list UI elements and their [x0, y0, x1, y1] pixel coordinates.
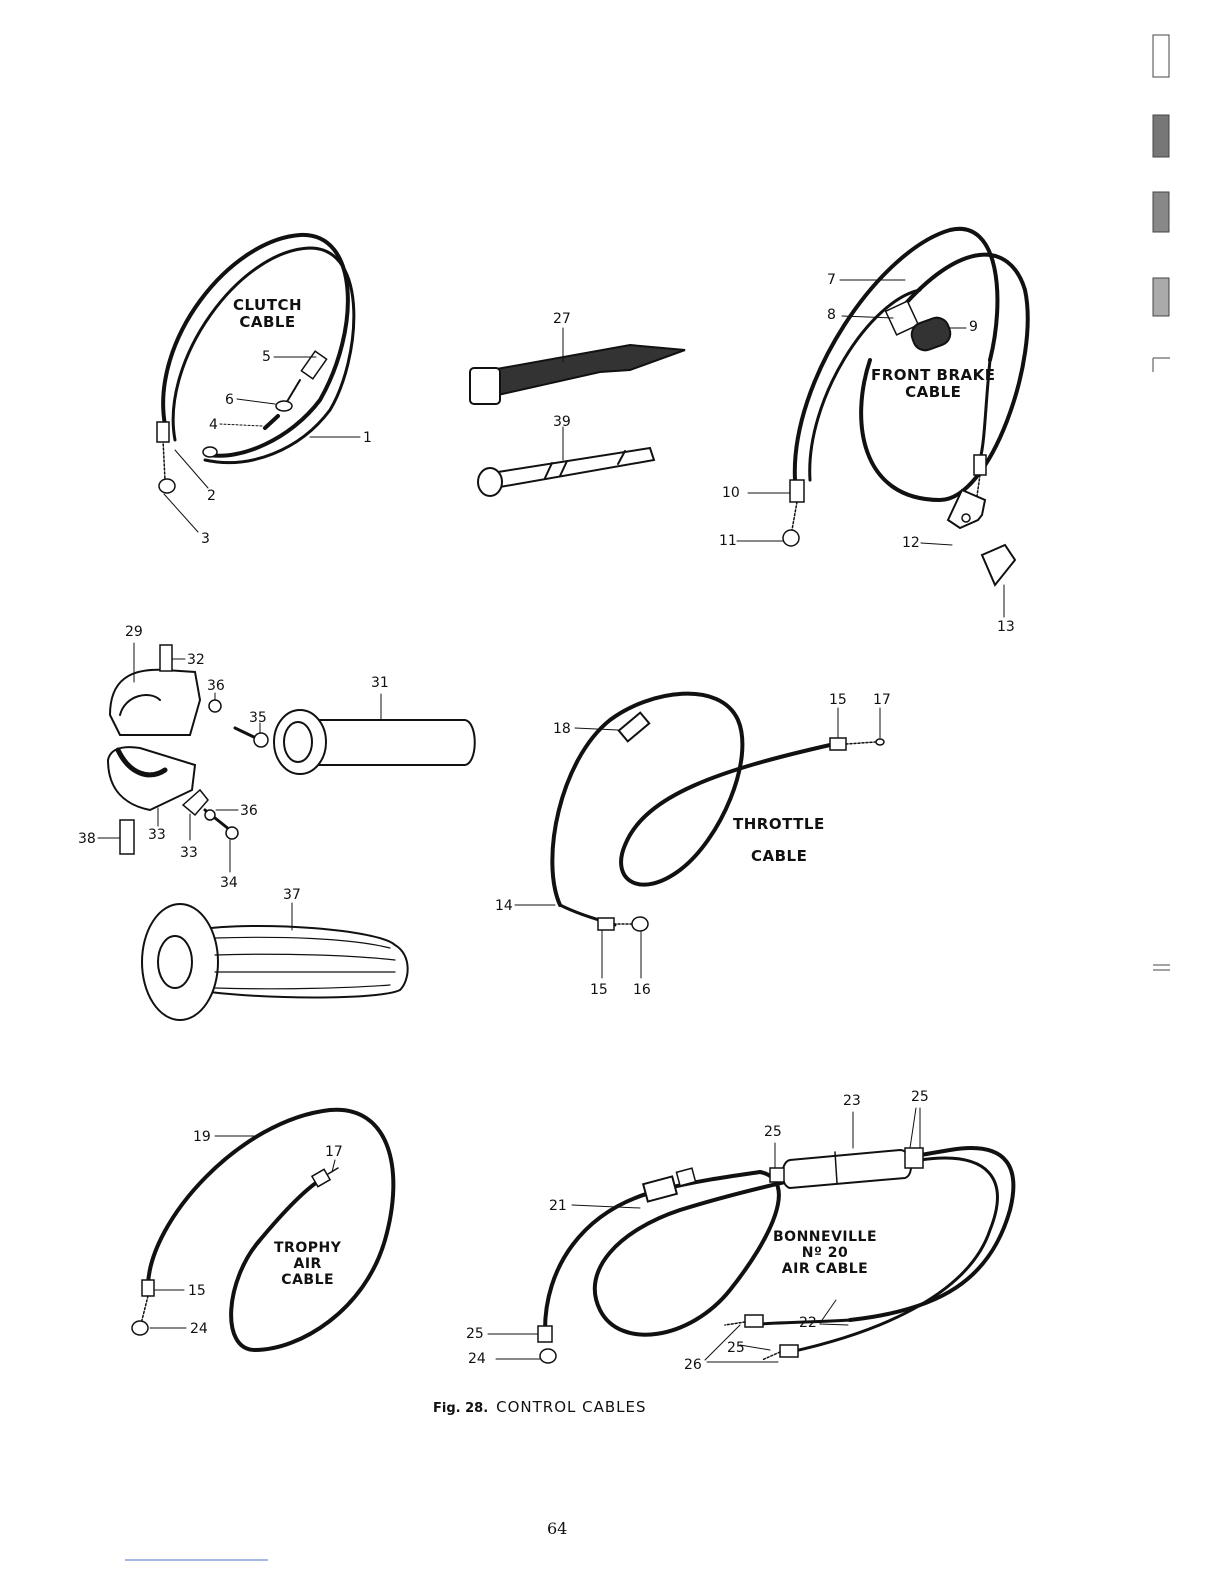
clutch-cable-drawing [157, 235, 360, 532]
part-number: 31 [371, 676, 389, 690]
part-number: 33 [148, 828, 166, 842]
part-number: 32 [187, 653, 205, 667]
part-number: 9 [969, 320, 978, 334]
part-number: 12 [902, 536, 920, 550]
part-number: 25 [727, 1341, 745, 1355]
part-number: 3 [201, 532, 210, 546]
part-number: 27 [553, 312, 571, 326]
part-number: 24 [190, 1322, 208, 1336]
part-number: 37 [283, 888, 301, 902]
part-number: 6 [225, 393, 234, 407]
bonneville-air-cable-drawing [488, 1108, 1013, 1363]
part-number: 14 [495, 899, 513, 913]
part-number: 25 [911, 1090, 929, 1104]
part-number: 34 [220, 876, 238, 890]
part-number: 25 [764, 1125, 782, 1139]
part-number: 38 [78, 832, 96, 846]
part-number: 25 [466, 1327, 484, 1341]
part-number: 22 [799, 1316, 817, 1330]
part-number: 16 [633, 983, 651, 997]
part-number: 4 [209, 418, 218, 432]
part-number: 29 [125, 625, 143, 639]
part-number: 36 [207, 679, 225, 693]
part-number: 21 [549, 1199, 567, 1213]
part-number: 35 [249, 711, 267, 725]
part-number: 2 [207, 489, 216, 503]
part-number: 15 [590, 983, 608, 997]
part-number: 17 [873, 693, 891, 707]
part-number: 19 [193, 1130, 211, 1144]
figure-caption: Fig. 28. CONTROL CABLES [433, 1398, 647, 1416]
part-number: 11 [719, 534, 737, 548]
part-number: 15 [829, 693, 847, 707]
part-number: 23 [843, 1094, 861, 1108]
part-number: 17 [325, 1145, 343, 1159]
part-number: 33 [180, 846, 198, 860]
part-number: 8 [827, 308, 836, 322]
part-number: 7 [827, 273, 836, 287]
figure-number: Fig. 28. [433, 1401, 488, 1416]
part-number: 15 [188, 1284, 206, 1298]
throttle-cable-label: CABLE [751, 848, 807, 865]
part-number: 24 [468, 1352, 486, 1366]
part-number: 10 [722, 486, 740, 500]
part-number: 26 [684, 1358, 702, 1372]
tool-39-drawing [478, 427, 654, 496]
page-number: 64 [547, 1519, 567, 1538]
part-number: 13 [997, 620, 1015, 634]
part-number: 18 [553, 722, 571, 736]
front-brake-cable-drawing [737, 229, 1028, 617]
trophy-air-cable-drawing [132, 1110, 393, 1350]
throttle-label: THROTTLE [733, 816, 825, 833]
part-number: 39 [553, 415, 571, 429]
tool-27-drawing [470, 328, 685, 404]
part-number: 36 [240, 804, 258, 818]
figure-title: CONTROL CABLES [496, 1398, 646, 1416]
margin-scan-marks [1153, 35, 1170, 970]
part-number: 1 [363, 431, 372, 445]
part-number: 5 [262, 350, 271, 364]
